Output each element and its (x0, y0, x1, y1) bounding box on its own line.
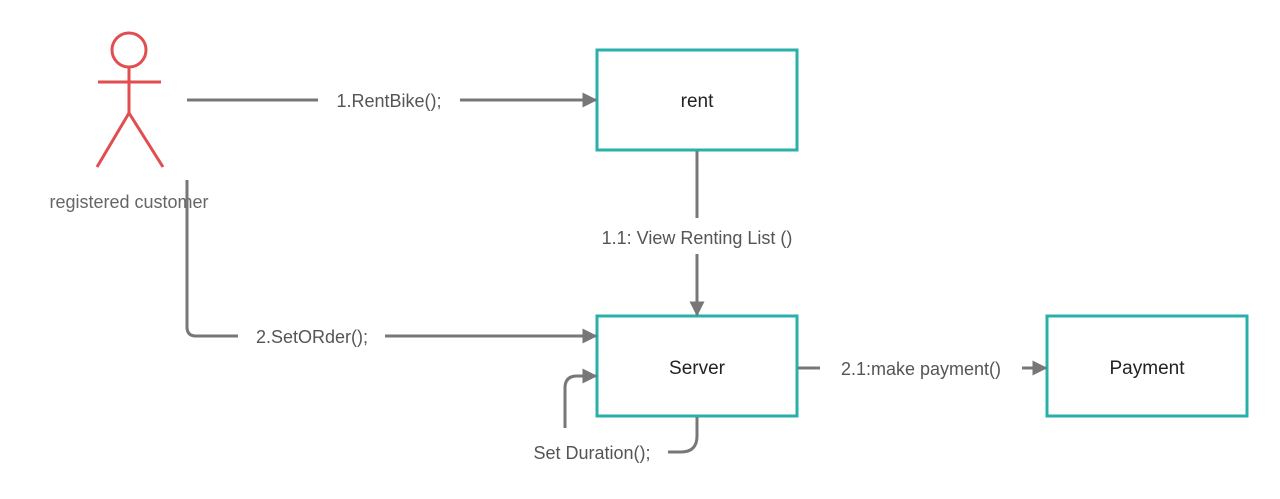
actor-registered-customer[interactable]: registered customer (49, 31, 209, 212)
message-setorder-line-a (185, 180, 238, 338)
message-setorder[interactable] (185, 180, 598, 344)
message-set-duration[interactable] (563, 368, 699, 454)
message-set-duration-arrow (563, 368, 598, 428)
actor-label: registered customer (49, 192, 208, 212)
message-set-duration-label: Set Duration(); (533, 443, 650, 463)
message-make-payment-label: 2.1:make payment() (841, 359, 1001, 379)
node-payment-label: Payment (1110, 358, 1186, 379)
node-server[interactable]: Server (595, 314, 799, 418)
node-payment[interactable]: Payment (1045, 314, 1249, 418)
node-rent[interactable]: rent (595, 48, 799, 152)
node-rent-label: rent (681, 91, 714, 112)
message-setorder-label: 2.SetORder(); (256, 327, 368, 347)
message-view-renting-list-label: 1.1: View Renting List () (602, 228, 793, 248)
message-rentbike-label: 1.RentBike(); (336, 91, 441, 111)
node-server-label: Server (669, 358, 726, 379)
stick-figure-icon (95, 31, 165, 168)
message-set-duration-line-a (668, 417, 699, 454)
